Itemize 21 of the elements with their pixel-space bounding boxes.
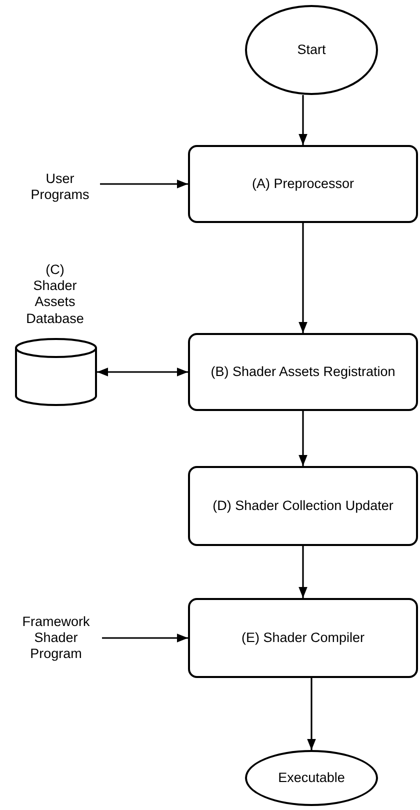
node-label: Start <box>297 42 326 58</box>
process-box <box>188 145 418 223</box>
process-box <box>188 598 418 678</box>
input-label-text: Framework Shader Program <box>21 614 91 662</box>
arrow <box>307 678 316 750</box>
arrow <box>298 223 308 333</box>
node-label: (A) Preprocessor <box>252 176 354 192</box>
database-label: (C) Shader Assets Database <box>25 262 85 327</box>
process-box <box>188 466 418 546</box>
node-label: (B) Shader Assets Registration <box>210 364 396 380</box>
node-label: (D) Shader Collection Updater <box>212 498 394 514</box>
arrow <box>298 411 308 466</box>
node-label: Executable <box>278 770 345 786</box>
arrow <box>298 546 308 598</box>
arrow <box>97 368 188 376</box>
arrow <box>100 180 188 188</box>
arrow <box>298 95 308 145</box>
arrow <box>102 634 188 642</box>
process-box <box>188 333 418 411</box>
input-label-text: User Programs <box>30 170 90 204</box>
node-label: (E) Shader Compiler <box>241 630 365 646</box>
